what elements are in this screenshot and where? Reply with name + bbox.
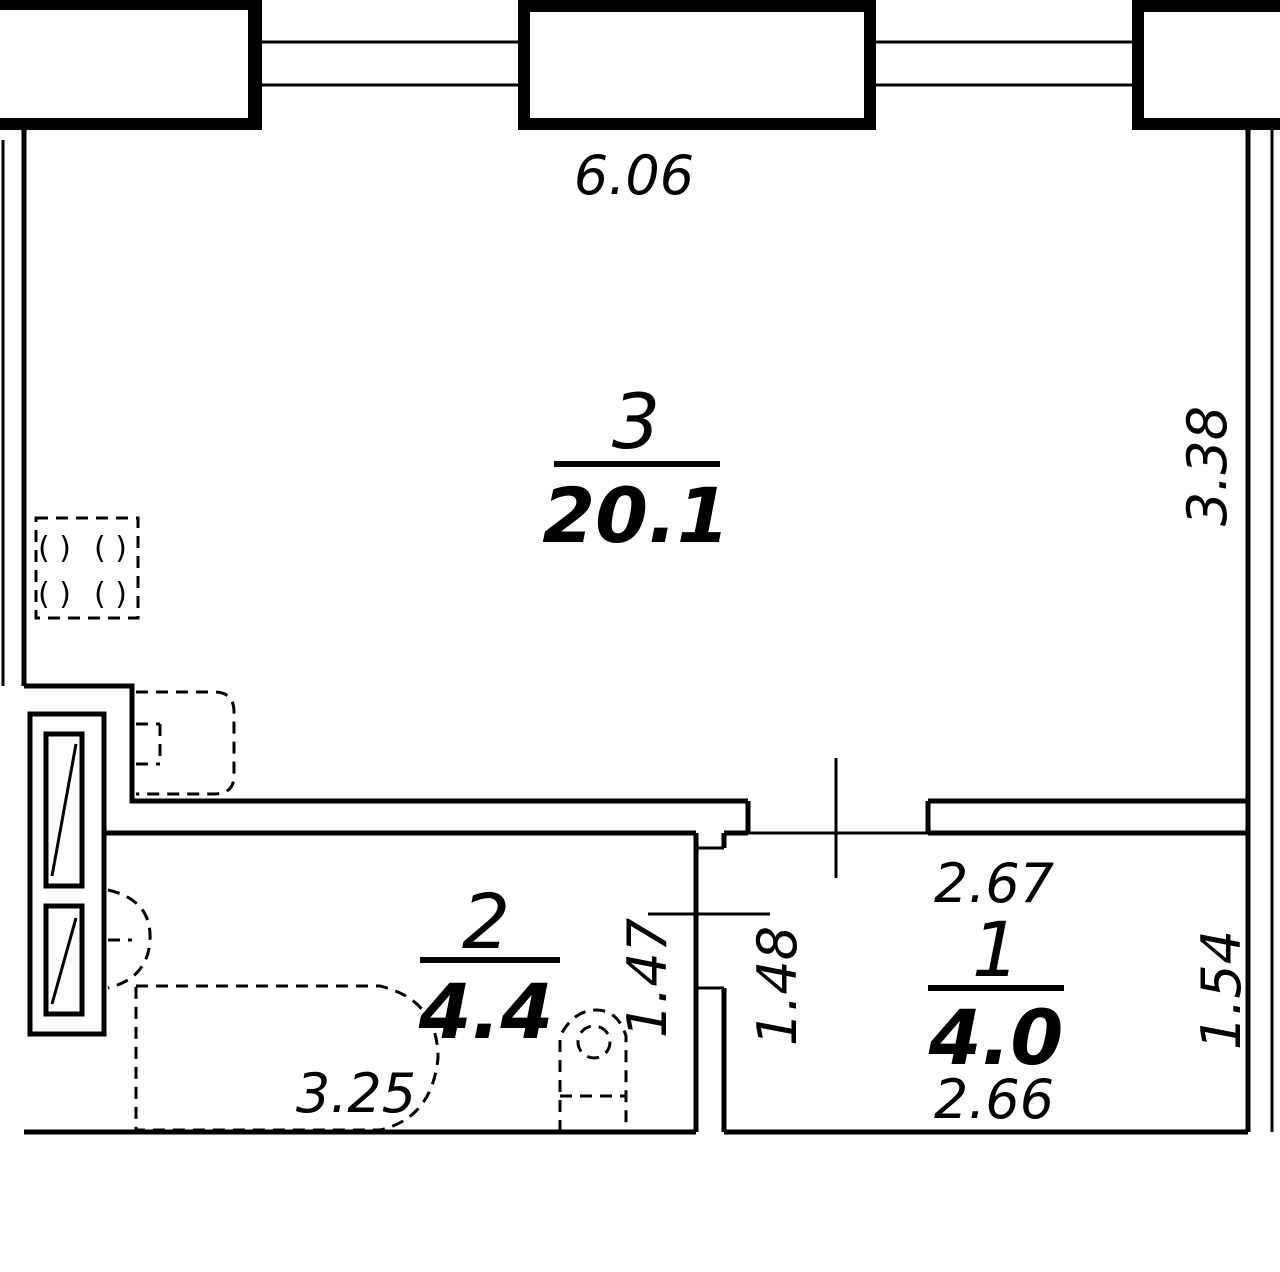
svg-text:( ): ( ) (38, 577, 71, 612)
vent-shaft (43, 731, 85, 1017)
dim-room1-top: 2.67 (934, 852, 1054, 915)
door-room2-room1 (648, 833, 770, 1132)
room-2-label: 2 4.4 (418, 877, 560, 1056)
top-wall (0, 0, 1280, 130)
svg-text:( ): ( ) (94, 577, 127, 612)
toilet-icon (558, 1008, 628, 1132)
dim-room1-right: 1.54 (1190, 930, 1253, 1050)
dim-room2-length: 3.25 (296, 1062, 416, 1125)
room-1-area: 4.0 (928, 993, 1064, 1082)
room-3-outline (24, 683, 1248, 804)
door-room3-room1 (745, 758, 931, 878)
window-right (876, 40, 1132, 87)
dim-room1-left: 1.48 (746, 926, 809, 1046)
washbasin-icon (107, 888, 152, 990)
dim-room3-width: 6.06 (574, 144, 694, 207)
dim-room1-bottom: 2.66 (934, 1068, 1054, 1131)
dim-room2-width: 1.47 (616, 918, 679, 1038)
room-2-number: 2 (462, 877, 510, 966)
room-3-label: 3 20.1 (542, 377, 730, 560)
room-2-area: 4.4 (418, 967, 554, 1056)
room-1-label: 1 4.0 (928, 905, 1064, 1082)
room-3-number: 3 (612, 377, 660, 466)
room-3-area: 20.1 (542, 471, 730, 560)
svg-text:( ): ( ) (94, 531, 127, 566)
window-left (262, 40, 518, 87)
dim-room3-depth: 3.38 (1176, 406, 1239, 526)
sink-icon (136, 690, 236, 796)
room-2-outline (27, 711, 107, 1037)
stove-icon: ( ) ( ) ( ) ( ) (34, 516, 140, 620)
left-wall (1, 128, 27, 686)
right-wall (1245, 128, 1274, 1132)
bathtub-icon (134, 984, 440, 1132)
room-1-number: 1 (972, 905, 1020, 994)
svg-text:( ): ( ) (38, 531, 71, 566)
